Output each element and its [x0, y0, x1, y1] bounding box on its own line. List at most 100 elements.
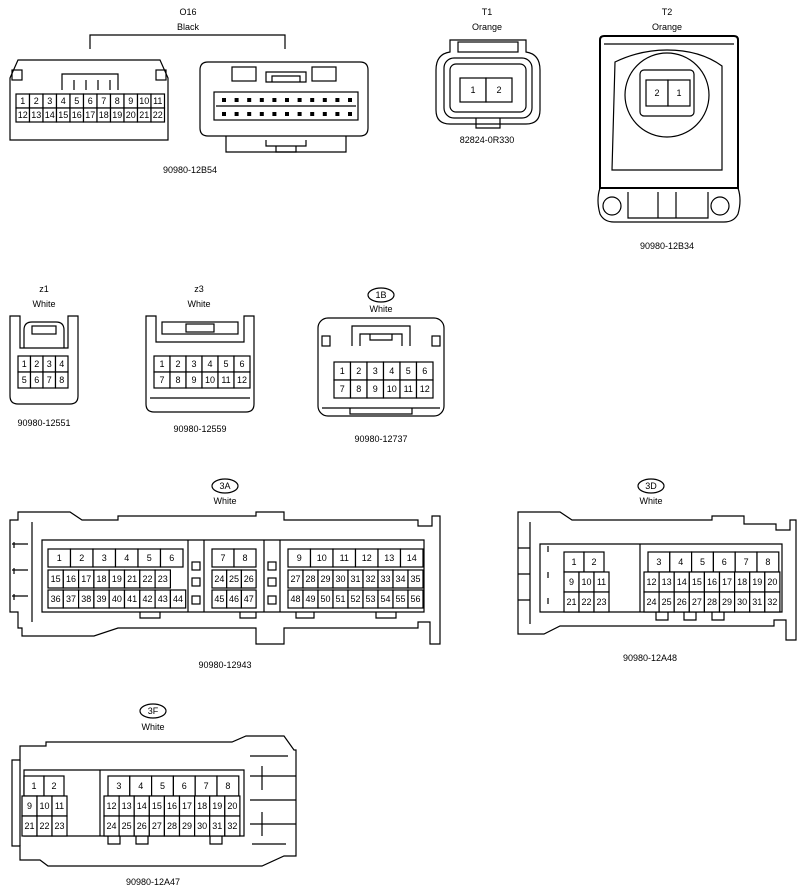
terminal-dot — [234, 98, 239, 102]
pin-label: 16 — [72, 110, 82, 120]
pin-label: 55 — [395, 594, 405, 604]
terminal-dot — [234, 112, 239, 116]
pin-label: 23 — [158, 574, 168, 584]
pin-label: 14 — [677, 577, 687, 587]
pin-label: 30 — [197, 821, 207, 831]
terminal-dot — [297, 112, 302, 116]
pin-label: 9 — [191, 375, 196, 385]
pin-label: 2 — [79, 553, 84, 563]
o16-front-ear-left — [11, 69, 23, 81]
pin-label: 23 — [54, 821, 64, 831]
o16-rear-tab-right — [311, 66, 337, 82]
pin-cell — [764, 591, 781, 613]
3a-badge — [211, 478, 239, 494]
pin-label: 28 — [707, 597, 717, 607]
pin-label: 12 — [420, 384, 430, 394]
o16-front-latch-inner — [73, 80, 111, 90]
pin-label: 5 — [22, 375, 27, 385]
pin-label: 4 — [138, 781, 143, 791]
pin-label: 22 — [142, 574, 152, 584]
pin-cell — [154, 569, 172, 589]
3a-color: White — [213, 496, 236, 506]
pin-label: 2 — [654, 88, 659, 98]
pin-label: 6 — [722, 557, 727, 567]
pin-label: 12 — [18, 110, 28, 120]
pin-label: 20 — [126, 110, 136, 120]
o16-rear-housing — [199, 61, 369, 137]
pin-label: 7 — [101, 96, 106, 106]
pin-label: 54 — [380, 594, 390, 604]
3d-part: 90980-12A48 — [623, 653, 677, 663]
o16-bracket — [89, 34, 286, 49]
pin-label: 29 — [182, 821, 192, 831]
t1-name: T1 — [482, 7, 493, 17]
terminal-dot — [222, 98, 226, 102]
o16-rear-foot-inner — [265, 140, 307, 153]
pin-label: 8 — [59, 375, 64, 385]
pin-cell — [169, 589, 187, 609]
3a-key-2 — [191, 577, 201, 587]
o16-name: O16 — [179, 7, 196, 17]
pin-label: 18 — [197, 801, 207, 811]
pin-label: 50 — [320, 594, 330, 604]
1b-side-right — [431, 335, 441, 347]
pin-label: 4 — [59, 359, 64, 369]
terminal-dot — [259, 112, 264, 116]
1b-side-left — [321, 335, 331, 347]
pin-label: 31 — [212, 821, 222, 831]
pin-label: 8 — [765, 557, 770, 567]
pin-label: 32 — [227, 821, 237, 831]
pin-cell — [233, 548, 257, 568]
pin-label: 2 — [591, 557, 596, 567]
pin-label: 26 — [137, 821, 147, 831]
pin-label: 1 — [57, 553, 62, 563]
pin-label: 15 — [152, 801, 162, 811]
pin-cell — [485, 77, 513, 103]
3d-bottom-tabs — [655, 612, 725, 621]
pin-label: 20 — [767, 577, 777, 587]
pin-label: 31 — [752, 597, 762, 607]
terminal-dot — [335, 98, 340, 102]
pin-label: 2 — [496, 85, 501, 95]
3a-key-1 — [191, 561, 201, 571]
pin-cell — [150, 107, 166, 123]
pin-label: 12 — [647, 577, 657, 587]
pin-label: 4 — [124, 553, 129, 563]
3a-part: 90980-12943 — [198, 660, 251, 670]
pin-label: 1 — [470, 85, 475, 95]
3f-bottom-tabs — [107, 836, 223, 845]
pin-cell — [593, 591, 610, 613]
3f-badge — [139, 703, 167, 719]
pin-label: 21 — [566, 597, 576, 607]
terminal-dot — [272, 98, 277, 102]
3f-housing — [11, 735, 297, 867]
pin-label: 30 — [335, 574, 345, 584]
pin-cell — [415, 379, 434, 399]
3a-key-6 — [267, 595, 277, 605]
3d-name: 3D — [645, 481, 657, 491]
pin-label: 37 — [66, 594, 76, 604]
1b-name: 1B — [375, 290, 386, 300]
pin-label: 6 — [169, 553, 174, 563]
pin-label: 3 — [102, 553, 107, 563]
terminal-dot — [272, 112, 277, 116]
z3-name: z3 — [194, 284, 204, 294]
pin-label: 3 — [47, 359, 52, 369]
pin-label: 12 — [107, 801, 117, 811]
pin-label: 16 — [167, 801, 177, 811]
pin-label: 2 — [34, 359, 39, 369]
pin-label: 10 — [139, 96, 149, 106]
pin-label: 51 — [335, 594, 345, 604]
pin-cell — [54, 371, 69, 389]
pin-cell — [240, 569, 257, 589]
pin-label: 19 — [112, 574, 122, 584]
